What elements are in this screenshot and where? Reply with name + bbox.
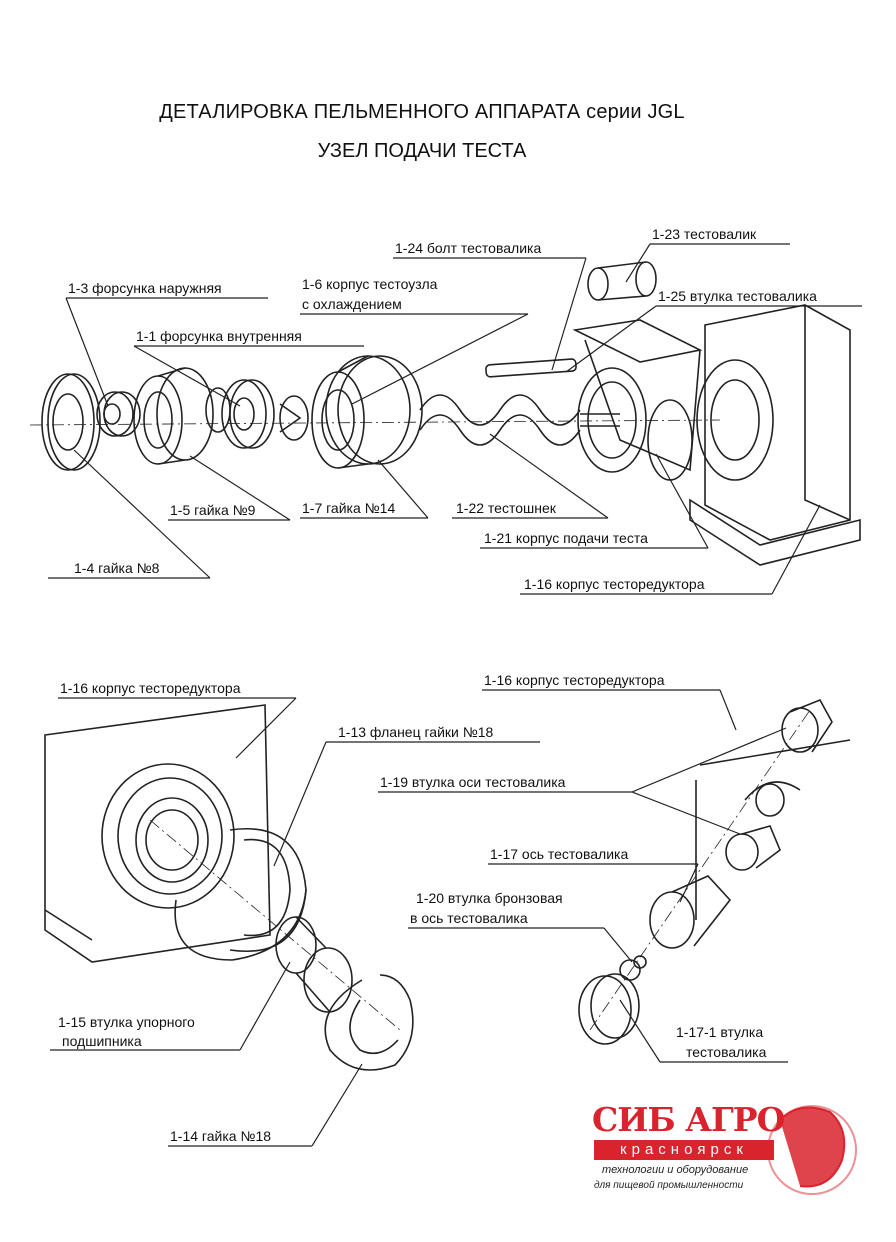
logo-brand: СИБ АГРО (592, 1100, 785, 1139)
label-1-15-line1: 1-15 втулка упорного (58, 1014, 195, 1030)
label-1-20-line2: в ось тестовалика (410, 910, 528, 926)
label-1-7: 1-7 гайка №14 (302, 500, 396, 516)
label-1-6-line1: 1-6 корпус тестоузла (302, 276, 438, 292)
label-1-5: 1-5 гайка №9 (170, 502, 256, 518)
bottom-left-drawing (44, 704, 414, 1071)
part-1-3-outer-nozzle (96, 391, 141, 437)
part-1-24-bolt (485, 358, 577, 378)
label-1-16-right: 1-16 корпус тесторедуктора (484, 672, 665, 688)
label-1-3: 1-3 форсунка наружняя (68, 280, 222, 296)
part-1-22-screw (419, 394, 620, 446)
part-1-4-nut (41, 373, 101, 471)
logo-city: красноярск (594, 1140, 774, 1160)
part-cone (279, 395, 309, 441)
label-1-22: 1-22 тестошнек (456, 500, 556, 516)
logo-tagline-2: для пищевой промышленности (594, 1180, 744, 1191)
label-1-16-left: 1-16 корпус тесторедуктора (60, 680, 241, 696)
bottom-right-drawing (578, 698, 851, 1045)
label-1-1: 1-1 форсунка внутренняя (136, 328, 302, 344)
label-1-17-1-line2: тестовалика (686, 1044, 767, 1060)
top-assembly-drawing (29, 261, 861, 566)
page-subtitle: УЗЕЛ ПОДАЧИ ТЕСТА (317, 140, 527, 162)
logo-tagline-1: технологии и оборудование (602, 1164, 749, 1176)
part-1-23-roller (587, 261, 657, 301)
label-1-25: 1-25 втулка тестовалика (658, 288, 817, 304)
label-1-21: 1-21 корпус подачи теста (484, 530, 648, 546)
company-logo: СИБ АГРО красноярск технологии и оборудо… (590, 1100, 860, 1200)
bottom-left-leader-lines (50, 697, 540, 1147)
label-1-6-line2: с охлаждением (302, 296, 402, 312)
label-1-19: 1-19 втулка оси тестовалика (380, 774, 566, 790)
label-1-17-1-line1: 1-17-1 втулка (676, 1024, 764, 1040)
label-1-24: 1-24 болт тестовалика (395, 240, 542, 256)
label-1-20-line1: 1-20 втулка бронзовая (416, 890, 563, 906)
label-1-4: 1-4 гайка №8 (74, 560, 160, 576)
label-1-13: 1-13 фланец гайки №18 (338, 724, 494, 740)
label-1-16-top: 1-16 корпус тесторедуктора (524, 576, 705, 592)
bottom-right-leader-lines (378, 689, 788, 1063)
part-1-5-nut (133, 367, 214, 465)
label-1-23: 1-23 тестовалик (652, 226, 757, 242)
part-1-16-gear-housing (689, 304, 861, 566)
label-1-15-line2: подшипника (62, 1033, 142, 1049)
part-1-1-inner-nozzle (205, 379, 275, 449)
label-1-17: 1-17 ось тестовалика (490, 846, 629, 862)
page-title: ДЕТАЛИРОВКА ПЕЛЬМЕННОГО АППАРАТА серии J… (159, 101, 685, 123)
part-1-21-feed-body (572, 319, 703, 481)
label-1-14: 1-14 гайка №18 (170, 1128, 272, 1144)
part-1-6-body (311, 355, 423, 469)
top-leader-lines (48, 243, 862, 595)
